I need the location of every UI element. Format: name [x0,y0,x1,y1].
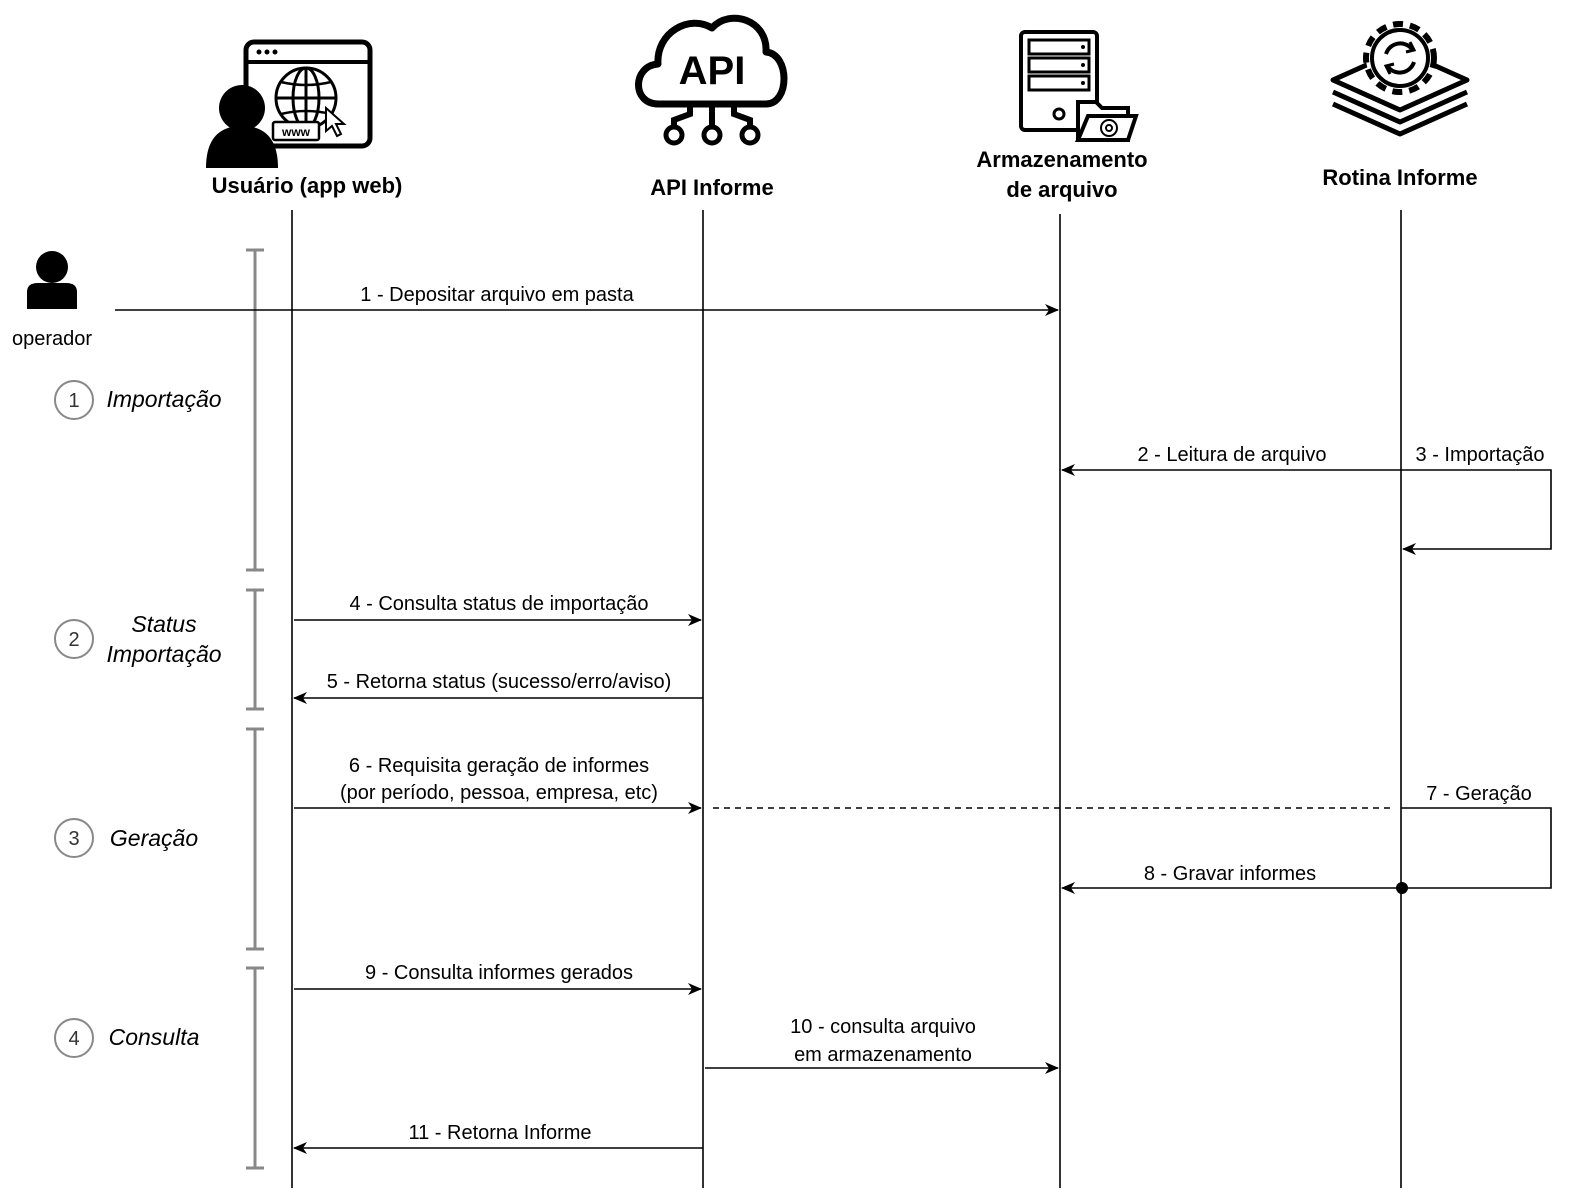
file-server-icon [1019,30,1139,142]
participant-label-api: API Informe [650,175,773,200]
message-arrow-7 [1401,807,1552,889]
phase-number-circle-2 [54,619,94,659]
phase-number-1: 1 [68,390,79,412]
phase-number-2: 2 [68,629,79,651]
person-icon [27,251,77,309]
gear-sync-layers-icon [1330,21,1470,137]
participant-label-usuario: Usuário (app web) [212,173,403,198]
message-label-1: 1 - Depositar arquivo em pasta [360,284,634,306]
phase-bracket-2 [246,588,264,711]
message-label-8: 8 - Gravar informes [1144,863,1316,885]
message-label-4: 4 - Consulta status de importação [349,593,648,615]
phase-bracket-3 [246,727,264,951]
www-badge: www [281,125,311,139]
message-label-3: 3 - Importação [1416,444,1545,466]
message-label-2: 2 - Leitura de arquivo [1137,444,1326,466]
phase-bracket-4 [246,966,264,1170]
participant-label-armazenamento-2: de arquivo [1006,177,1117,202]
message-label-10-line1: 10 - consulta arquivo [790,1016,976,1038]
phase-number-circle-4 [54,1018,94,1058]
phase-number-circle-3 [54,818,94,858]
phase-number-3: 3 [68,828,79,850]
message-label-6-line2: (por período, pessoa, empresa, etc) [340,782,658,804]
phase-label-1: Importação [106,386,221,412]
phase-label-3: Geração [110,825,198,851]
actor-label-operador: operador [12,328,92,350]
message-label-7: 7 - Geração [1426,783,1532,805]
phase-bracket-1 [246,248,264,572]
message-label-9: 9 - Consulta informes gerados [365,962,633,984]
api-badge: API [679,49,746,93]
phase-number-circle-1 [54,380,94,420]
phase-label-4: Consulta [109,1024,200,1050]
message-label-10-line2: em armazenamento [794,1044,972,1066]
junction-dot [1396,882,1408,894]
phase-label-2-line1: Status [131,611,197,637]
api-cloud-icon: API [635,14,788,146]
message-label-11: 11 - Retorna Informe [408,1122,591,1144]
phase-number-4: 4 [68,1028,79,1050]
message-label-5: 5 - Retorna status (sucesso/erro/aviso) [327,671,672,693]
message-arrow-3 [1401,469,1552,555]
user-web-browser-icon: www [206,39,373,168]
participant-label-rotina: Rotina Informe [1322,165,1477,190]
message-label-6-line1: 6 - Requisita geração de informes [349,755,649,777]
phase-label-2-line2: Importação [106,641,221,667]
participant-label-armazenamento-1: Armazenamento [976,147,1147,172]
